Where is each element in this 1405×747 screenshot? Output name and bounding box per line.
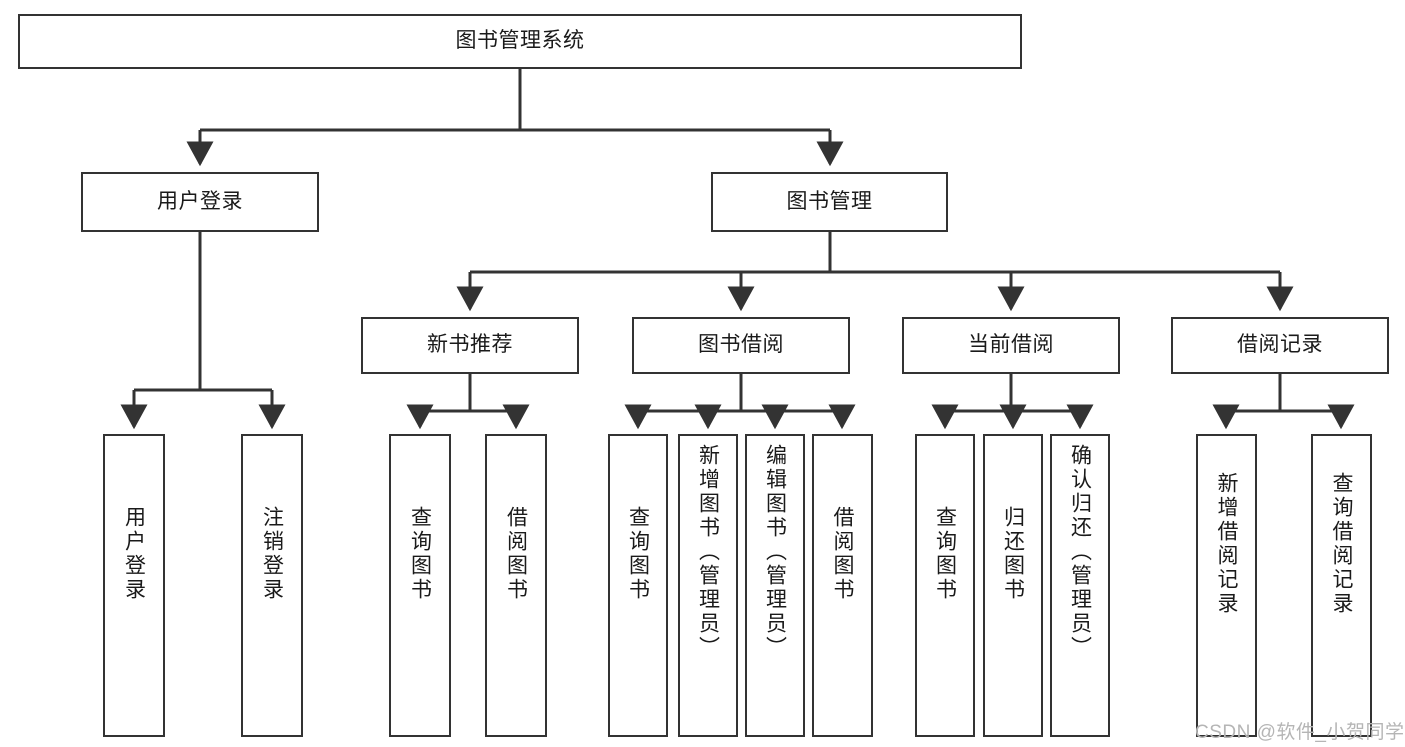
node-leaf-user-login[interactable]: 用户登录 bbox=[103, 434, 165, 737]
node-book-management-label: 图书管理 bbox=[786, 189, 873, 213]
node-new-book-recommend[interactable]: 新书推荐 bbox=[361, 317, 579, 374]
node-book-borrow-label: 图书借阅 bbox=[698, 333, 784, 357]
node-leaf-logout[interactable]: 注销登录 bbox=[241, 434, 303, 737]
node-leaf-logout-label: 注销登录 bbox=[260, 506, 284, 602]
node-leaf-query-book-1[interactable]: 查询图书 bbox=[389, 434, 451, 737]
node-leaf-user-login-label: 用户登录 bbox=[122, 506, 146, 602]
node-leaf-borrow-book-1-label: 借阅图书 bbox=[504, 506, 528, 602]
node-leaf-borrow-book-2[interactable]: 借阅图书 bbox=[812, 434, 873, 737]
node-user-login[interactable]: 用户登录 bbox=[81, 172, 319, 232]
node-leaf-borrow-book-1[interactable]: 借阅图书 bbox=[485, 434, 547, 737]
node-root-label: 图书管理系统 bbox=[455, 29, 585, 53]
node-leaf-query-book-2[interactable]: 查询图书 bbox=[608, 434, 668, 737]
node-borrow-record-label: 借阅记录 bbox=[1237, 333, 1323, 357]
node-leaf-add-book[interactable]: 新增图书（管理员） bbox=[678, 434, 738, 737]
node-book-management[interactable]: 图书管理 bbox=[711, 172, 948, 232]
node-leaf-return-book-label: 归还图书 bbox=[1001, 506, 1025, 602]
node-leaf-edit-book[interactable]: 编辑图书（管理员） bbox=[745, 434, 805, 737]
node-leaf-add-record[interactable]: 新增借阅记录 bbox=[1196, 434, 1257, 737]
node-leaf-query-book-2-label: 查询图书 bbox=[626, 506, 650, 602]
node-leaf-return-book[interactable]: 归还图书 bbox=[983, 434, 1043, 737]
node-leaf-add-book-label: 新增图书（管理员） bbox=[696, 444, 720, 660]
node-current-borrow-label: 当前借阅 bbox=[968, 333, 1054, 357]
node-new-book-recommend-label: 新书推荐 bbox=[427, 333, 513, 357]
node-leaf-confirm-return-label: 确认归还（管理员） bbox=[1068, 444, 1092, 660]
node-current-borrow[interactable]: 当前借阅 bbox=[902, 317, 1120, 374]
node-leaf-query-book-3[interactable]: 查询图书 bbox=[915, 434, 975, 737]
node-leaf-confirm-return[interactable]: 确认归还（管理员） bbox=[1050, 434, 1110, 737]
node-leaf-query-book-3-label: 查询图书 bbox=[933, 506, 957, 602]
node-user-login-label: 用户登录 bbox=[157, 189, 243, 213]
node-book-borrow[interactable]: 图书借阅 bbox=[632, 317, 850, 374]
node-leaf-edit-book-label: 编辑图书（管理员） bbox=[763, 444, 787, 660]
node-leaf-query-record[interactable]: 查询借阅记录 bbox=[1311, 434, 1372, 737]
node-leaf-query-record-label: 查询借阅记录 bbox=[1330, 472, 1353, 616]
node-root[interactable]: 图书管理系统 bbox=[18, 14, 1022, 69]
node-leaf-add-record-label: 新增借阅记录 bbox=[1215, 472, 1238, 616]
node-leaf-query-book-1-label: 查询图书 bbox=[408, 506, 432, 602]
node-borrow-record[interactable]: 借阅记录 bbox=[1171, 317, 1389, 374]
node-leaf-borrow-book-2-label: 借阅图书 bbox=[831, 506, 854, 602]
